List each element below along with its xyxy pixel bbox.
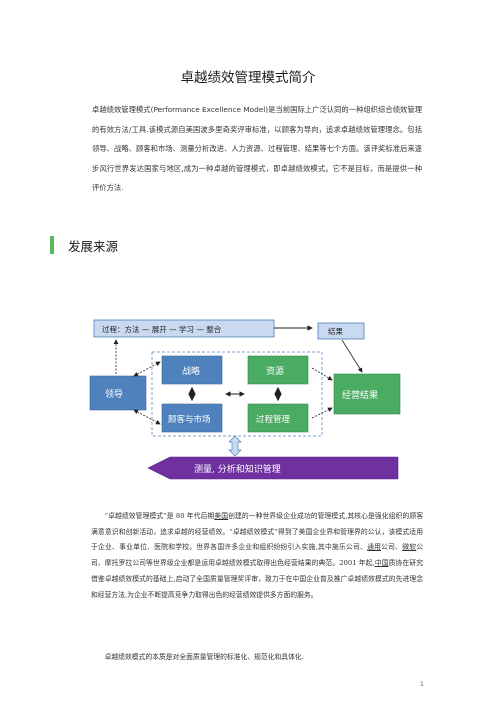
resources-label: 资源 bbox=[266, 366, 284, 377]
body-text-seg: 质协在研究借鉴卓越绩效模式的基础上,启动了全国质量管理奖评审，致力于在中国企业普… bbox=[91, 559, 424, 599]
body-text-seg: 公司、摩托罗拉公司等世界级企业都是运用卓越绩效模式取得出色经营结果的典范。200… bbox=[91, 543, 424, 568]
arrow-leadership-strategy bbox=[133, 361, 161, 377]
process-management-box bbox=[247, 403, 309, 433]
measurement-label: 测量, 分析和知识管理 bbox=[194, 463, 281, 475]
intro-text: 卓越绩效管理模式(Performance Excellence Model)是当… bbox=[92, 105, 422, 193]
system-frame bbox=[151, 351, 323, 437]
body-text-seg: 卓越绩效模式的本质是对全面质量管理的标准化、规范化和具体化. bbox=[104, 652, 304, 661]
section-marker bbox=[50, 236, 54, 254]
arrow-process-results bbox=[311, 407, 333, 419]
body-paragraph-1: “卓越绩效管理模式”是 80 年代后期美国创建的一种世界级企业成功的管理模式,其… bbox=[91, 509, 423, 603]
strategy-box bbox=[161, 355, 223, 385]
link-usa[interactable]: 美国 bbox=[214, 512, 229, 520]
resources-box bbox=[247, 355, 309, 385]
process-management-label: 过程管理 bbox=[256, 414, 291, 425]
body-text-2: 卓越绩效模式的本质是对全面质量管理的标准化、规范化和具体化. bbox=[91, 650, 423, 665]
process-box-label: 过程：方法 — 展开 — 学习 — 整合 bbox=[102, 324, 222, 334]
body-text-seg: 创建的一种世界级企业成功的管理模式,其核心是强化组织的顾客满意意识和创新活动，追… bbox=[91, 512, 424, 552]
results-box bbox=[317, 322, 365, 340]
results-label: 结果 bbox=[328, 326, 343, 336]
leadership-label: 领导 bbox=[105, 388, 123, 400]
page-number: 1 bbox=[420, 681, 424, 688]
measurement-arrow bbox=[147, 456, 399, 480]
body-paragraph-2: 卓越绩效模式的本质是对全面质量管理的标准化、规范化和具体化. bbox=[91, 643, 423, 672]
leadership-box bbox=[89, 375, 147, 411]
arrow-leadership-customers bbox=[133, 409, 161, 425]
excellence-model-diagram: 过程：方法 — 展开 — 学习 — 整合 结果 领导 战略 资源 顾客与市场 过… bbox=[89, 319, 401, 480]
section-title: 发展来源 bbox=[68, 239, 119, 254]
intro-paragraph: 卓越绩效管理模式(Performance Excellence Model)是当… bbox=[92, 100, 422, 198]
customers-market-label: 顾客与市场 bbox=[168, 414, 211, 425]
process-box bbox=[93, 319, 275, 338]
link-microsoft[interactable]: 微软 bbox=[402, 543, 417, 552]
business-results-box bbox=[333, 373, 401, 415]
body-text-1: “卓越绩效管理模式”是 80 年代后期美国创建的一种世界级企业成功的管理模式,其… bbox=[91, 509, 423, 603]
business-results-label: 经营结果 bbox=[342, 389, 378, 401]
body-text-seg: “卓越绩效管理模式”是 80 年代后期 bbox=[104, 512, 215, 520]
link-ge[interactable]: 通用 bbox=[367, 543, 382, 552]
customers-market-box bbox=[161, 403, 223, 433]
document-title: 卓越绩效管理模式简介 bbox=[180, 70, 316, 86]
arrow-top-results bbox=[341, 339, 363, 373]
arrow-measurement-link bbox=[228, 435, 242, 457]
strategy-label: 战略 bbox=[182, 365, 200, 377]
link-china[interactable]: 中国 bbox=[374, 559, 389, 568]
body-text-seg: 公司、 bbox=[381, 543, 403, 552]
arrow-resources-results bbox=[311, 367, 333, 381]
